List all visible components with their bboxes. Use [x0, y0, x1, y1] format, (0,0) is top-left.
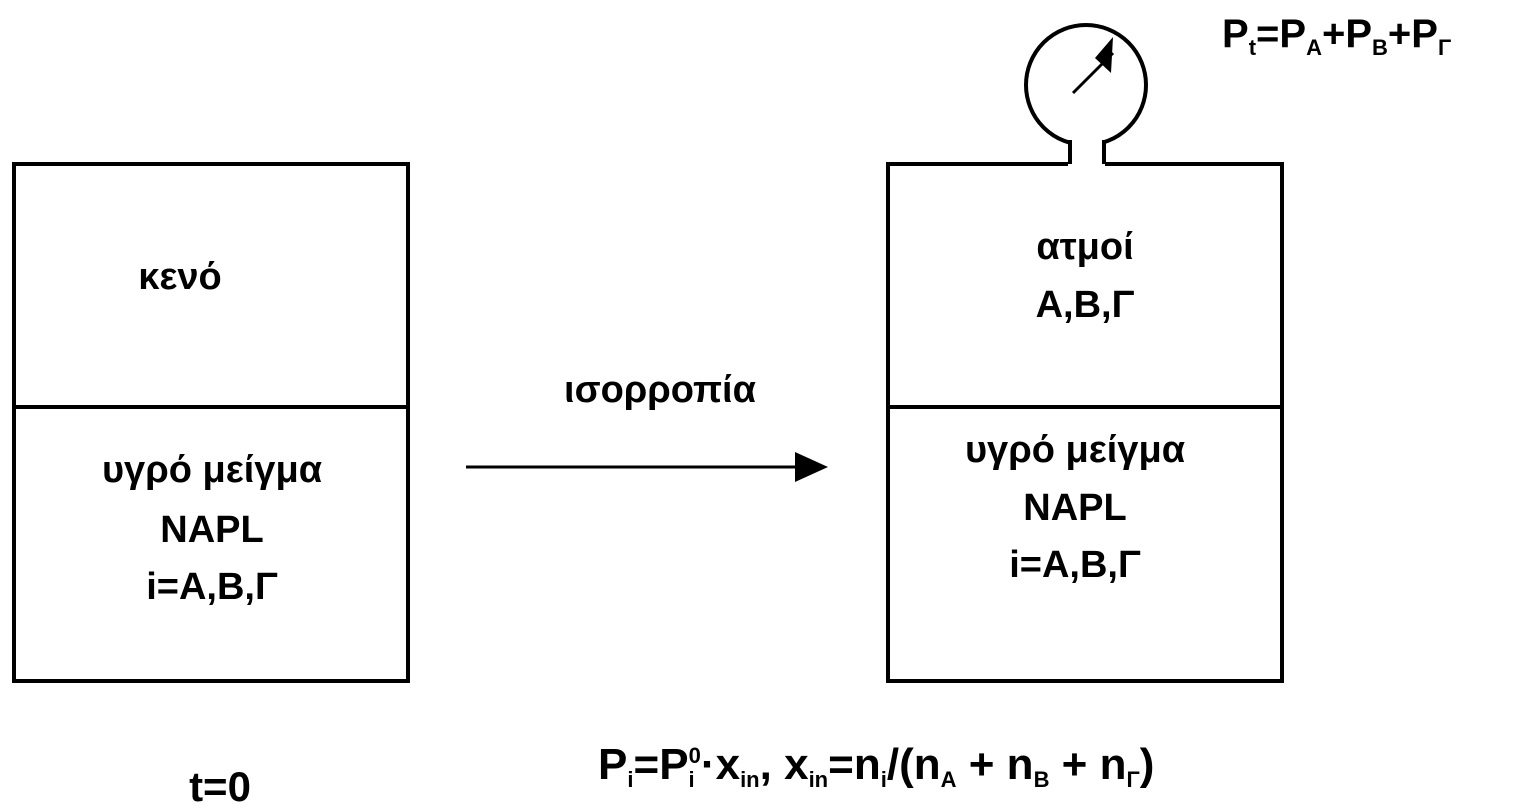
pressure-gauge-icon: [1024, 23, 1148, 147]
right-top-label-line2: A,B,Γ: [1035, 284, 1135, 326]
right-top-label-line1: ατμοί: [1036, 226, 1134, 268]
time-label: t=0: [189, 763, 251, 810]
left-container: [12, 162, 410, 683]
equilibrium-arrow-icon: [466, 452, 828, 482]
right-bottom-label-line3: i=A,B,Γ: [1009, 544, 1141, 586]
left-top-label: κενό: [138, 256, 222, 298]
right-bottom-label-line1: υγρό μείγμα: [964, 429, 1186, 471]
right-bottom-label-line2: NAPL: [1023, 487, 1127, 529]
right-container: [886, 162, 1284, 683]
equilibrium-label: ισορροπία: [564, 369, 756, 411]
right-phase-divider: [890, 405, 1280, 409]
total-pressure-equation: Pt=PA+PB+PΓ: [1222, 12, 1452, 60]
left-bottom-label-line2: NAPL: [160, 509, 264, 551]
left-bottom-label-line3: i=A,B,Γ: [146, 566, 278, 608]
left-bottom-label-line1: υγρό μείγμα: [101, 449, 323, 491]
left-phase-divider: [16, 405, 406, 409]
raoult-law-equation: Pi=Pi0·xin, xin=ni/(nA + nB + nΓ): [598, 740, 1155, 792]
